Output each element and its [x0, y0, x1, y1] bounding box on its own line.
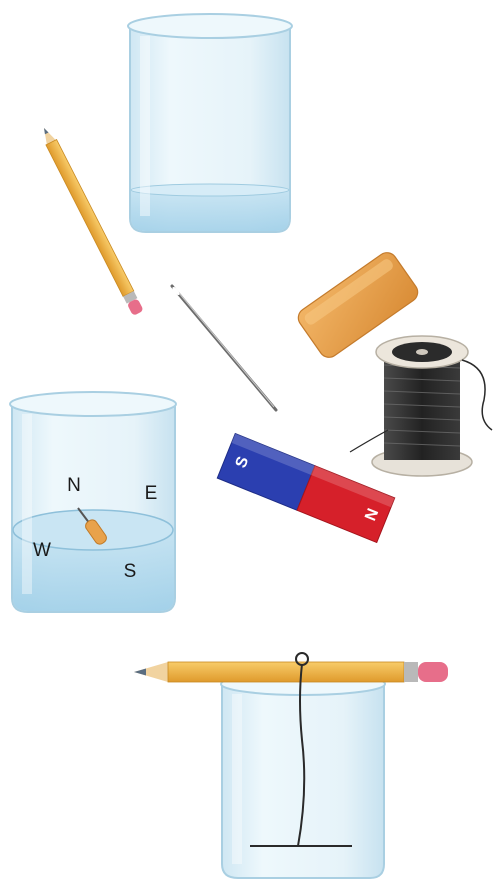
compass-south-label: S — [124, 561, 137, 582]
beaker-top-icon — [128, 14, 292, 232]
compass-east-label: E — [145, 483, 158, 504]
pencil-icon — [39, 125, 144, 316]
pencil-horizontal-icon — [134, 662, 448, 682]
needle-icon — [171, 286, 276, 410]
bar-magnet-icon: S N — [217, 434, 394, 543]
compass-north-label: N — [67, 475, 81, 496]
beaker-suspended-thread-icon — [134, 653, 448, 878]
compass-west-label: W — [33, 540, 51, 561]
thread-spool-icon — [350, 336, 492, 476]
beaker-compass-icon: N E S W — [10, 392, 176, 612]
